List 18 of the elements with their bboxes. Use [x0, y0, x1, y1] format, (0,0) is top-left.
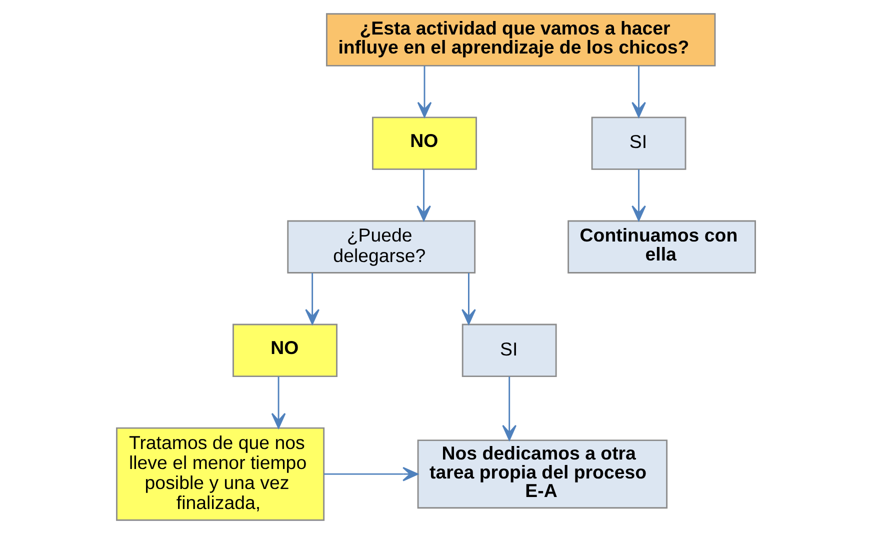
arrow: [271, 376, 286, 429]
arrow: [632, 169, 646, 222]
arrow: [416, 169, 431, 222]
arrow: [632, 66, 646, 118]
node-box: Tratamos de que nos lleve el menor tiempo posible y una vez finalizada,: [116, 427, 325, 521]
arrow: [417, 66, 432, 118]
node-box: NO: [372, 116, 477, 170]
node-box: ¿Esta actividad que vamos a hacer influye en el aprendizaje de los chicos?: [326, 13, 716, 66]
node-box: SI: [462, 324, 557, 378]
arrow: [462, 273, 476, 325]
arrow: [305, 273, 320, 325]
node-box: Nos dedicamos a otra tarea propia del proceso E-A: [417, 440, 668, 509]
node-box: ¿Puede delegarse?: [287, 220, 476, 274]
node-box: SI: [591, 116, 686, 170]
node-box: NO: [232, 324, 338, 378]
arrow: [502, 376, 517, 441]
node-box: Continuamos con ella: [568, 220, 756, 274]
arrow: [324, 466, 418, 482]
